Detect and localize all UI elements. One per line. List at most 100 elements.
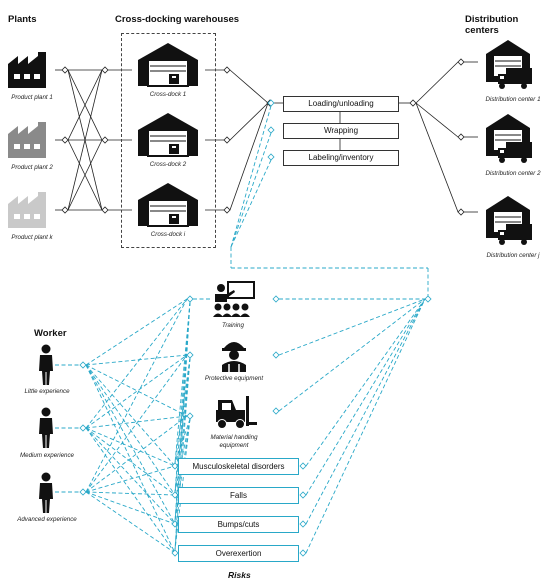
worker-target-link xyxy=(85,491,176,554)
worker-target-link xyxy=(85,427,176,496)
control-risk-link xyxy=(174,301,191,493)
plant-crossdock-link xyxy=(67,139,103,211)
distribution-center-label-2: Distribution center 2 xyxy=(485,170,541,177)
plant-node xyxy=(61,136,69,144)
dc-node xyxy=(457,58,465,66)
plant-node xyxy=(61,66,69,74)
control-node-right xyxy=(272,295,280,303)
risk-hub-node xyxy=(424,295,432,303)
worker-label-advanced: Advanced experience xyxy=(17,516,77,523)
crossdock-hub-link xyxy=(229,102,269,141)
distribution-center-truck-icon-j xyxy=(478,192,542,253)
plant-label-k: Product plant k xyxy=(11,234,53,241)
control-node-left xyxy=(186,295,194,303)
worker-node xyxy=(79,488,87,496)
crossdock-node-right xyxy=(223,206,231,214)
worker-target-link xyxy=(85,415,188,429)
risk-hub-link xyxy=(305,298,426,525)
worker-target-link xyxy=(85,465,176,493)
control-node-left xyxy=(186,412,194,420)
protective-equipment-icon xyxy=(219,338,249,377)
risk-musculoskeletal-disorders: Musculoskeletal disorders xyxy=(178,458,299,475)
worker-node xyxy=(79,361,87,369)
risk-overexertion: Overexertion xyxy=(178,545,299,562)
crossdock-node-left xyxy=(101,136,109,144)
dc-node xyxy=(457,208,465,216)
risk-falls: Falls xyxy=(178,487,299,504)
control-risk-link xyxy=(174,357,191,464)
crossdock-warehouse-icon-i xyxy=(136,180,200,233)
process-risk-link xyxy=(230,132,272,248)
risk-hub-link xyxy=(305,298,426,496)
worker-target-link xyxy=(85,415,188,493)
worker-node xyxy=(79,424,87,432)
worker-target-link xyxy=(85,354,188,429)
material-handling-label: Material handling equipment xyxy=(196,434,272,450)
crossdock-hub-link xyxy=(229,69,269,104)
risks-header: Risks xyxy=(228,570,251,580)
crossdock-node-left xyxy=(101,206,109,214)
plants-header: Plants xyxy=(8,14,37,25)
control-node-right xyxy=(272,407,280,415)
worker-label-little: Little experience xyxy=(24,388,70,395)
crossdock-node-left xyxy=(101,66,109,74)
worker-target-link xyxy=(85,364,176,525)
control-hub-link xyxy=(278,298,426,356)
worker-target-link xyxy=(85,427,176,525)
plant-label-2: Product plant 2 xyxy=(11,164,53,171)
worker-target-link xyxy=(85,364,188,417)
plant-factory-icon-2 xyxy=(6,120,54,165)
control-risk-link xyxy=(174,418,191,522)
distribution-center-label-1: Distribution center 1 xyxy=(485,96,541,103)
hub-dc-link xyxy=(415,61,459,104)
training-label: Training xyxy=(222,322,244,329)
worker-target-link xyxy=(85,364,176,467)
worker-medium-experience-icon xyxy=(38,407,54,454)
control-node-left xyxy=(186,351,194,359)
crossdock-warehouse-icon-1 xyxy=(136,40,200,93)
control-risk-link xyxy=(174,418,191,551)
process-risk-node xyxy=(267,126,275,134)
training-icon xyxy=(210,280,256,323)
process-risk-node xyxy=(267,153,275,161)
worker-label-medium: Medium experience xyxy=(20,452,74,459)
process-risk-link xyxy=(230,105,272,248)
worker-target-link xyxy=(85,364,176,496)
crossdock-node-right xyxy=(223,66,231,74)
distribution-header: Distribution centers xyxy=(465,14,519,36)
worker-target-link xyxy=(85,298,188,429)
crossdock-hub-link xyxy=(229,102,269,211)
risk-hub-link xyxy=(305,298,426,467)
process-risk-node xyxy=(267,99,275,107)
distribution-center-label-j: Distribution center j xyxy=(486,252,540,259)
crossdock-node-right xyxy=(223,136,231,144)
worker-target-link xyxy=(85,354,188,493)
hub-dc-link xyxy=(415,102,459,213)
risk-node-right xyxy=(299,462,307,470)
process-loading-unloading: Loading/unloading xyxy=(283,96,399,112)
risk-node-right xyxy=(299,520,307,528)
dc-node xyxy=(457,133,465,141)
hub-dc-link xyxy=(415,102,459,138)
plant-factory-icon-k xyxy=(6,190,54,235)
worker-target-link xyxy=(85,354,188,366)
hub-node-right xyxy=(409,99,417,107)
risk-bumps-cuts: Bumps/cuts xyxy=(178,516,299,533)
process-risk-link xyxy=(230,159,272,248)
worker-target-link xyxy=(85,491,176,525)
worker-target-link xyxy=(85,427,176,467)
plant-crossdock-link xyxy=(67,69,103,141)
control-risk-link xyxy=(174,301,191,522)
plant-node xyxy=(61,206,69,214)
risk-node-right xyxy=(299,549,307,557)
protective-equipment-label: Protective equipment xyxy=(204,375,264,382)
distribution-center-truck-icon-2 xyxy=(478,110,542,171)
crossdocking-header: Cross-docking warehouses xyxy=(115,14,240,25)
risk-hub-link xyxy=(305,298,426,554)
worker-little-experience-icon xyxy=(38,344,54,391)
forklift-icon xyxy=(212,394,258,435)
crossdock-frame xyxy=(121,33,216,248)
worker-target-link xyxy=(85,298,188,493)
plant-crossdock-link xyxy=(67,69,103,211)
